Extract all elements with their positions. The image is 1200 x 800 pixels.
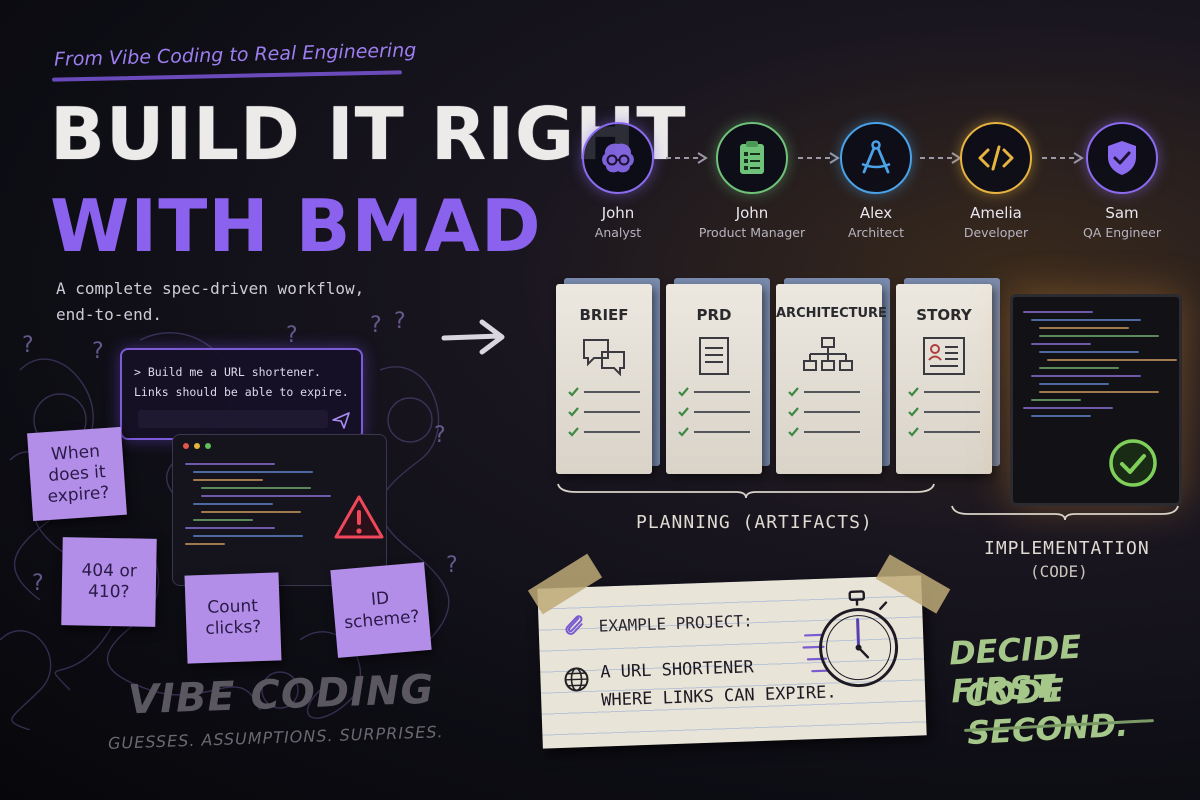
- subtitle: A complete spec-driven workflow, end-to-…: [56, 279, 365, 324]
- checklist-item: [788, 387, 860, 397]
- code-icon: [978, 145, 1014, 171]
- agent-role: QA Engineer: [1082, 225, 1162, 240]
- checklist-item: [678, 407, 750, 417]
- prompt-text: > Build me a URL shortener. Links should…: [134, 365, 349, 399]
- code-window: [172, 434, 387, 586]
- send-icon[interactable]: [331, 410, 351, 430]
- agent-product-manager: John Product Manager: [692, 122, 812, 240]
- arrow-right-icon: [1042, 152, 1084, 164]
- artifact-title: BRIEF: [579, 306, 629, 324]
- agent-avatar: [582, 122, 654, 194]
- prompt-input[interactable]: [138, 410, 328, 428]
- artifact-title: PRD: [696, 306, 732, 324]
- title-line-1: BUILD IT RIGHT: [50, 92, 687, 176]
- agent-avatar: [840, 122, 912, 194]
- compass-icon: [861, 140, 891, 174]
- checklist-item: [568, 407, 640, 417]
- checklist-item: [908, 427, 980, 437]
- profile-card-icon: [923, 337, 965, 375]
- checklist-item: [788, 407, 860, 417]
- agent-architect: Alex Architect: [816, 122, 936, 240]
- title-line-2: WITH BMAD: [50, 184, 542, 268]
- agent-name: Amelia: [970, 204, 1022, 222]
- stopwatch-icon: [802, 590, 899, 688]
- sticky-note-status-code: 404 or 410?: [61, 537, 157, 627]
- svg-text:?: ?: [22, 333, 34, 358]
- artifact-story: STORY: [896, 278, 1000, 474]
- arrow-right-icon: [798, 152, 840, 164]
- document-icon: [699, 337, 729, 375]
- check-circle-icon: [1109, 439, 1157, 487]
- implementation-sublabel: (CODE): [1030, 562, 1088, 581]
- code-lines: [1023, 311, 1177, 423]
- artifact-brief: BRIEF: [556, 278, 660, 474]
- svg-text:?: ?: [286, 323, 298, 348]
- agent-role: Developer: [963, 225, 1029, 240]
- agent-role: Analyst: [594, 225, 642, 240]
- clipboard-icon: [740, 141, 764, 174]
- agent-avatar: [960, 122, 1032, 194]
- tagline-underline: [51, 70, 403, 82]
- sticky-note-id-scheme: ID scheme?: [330, 562, 432, 658]
- svg-text:?: ?: [434, 423, 446, 448]
- agent-name: Sam: [1105, 204, 1139, 222]
- svg-text:?: ?: [446, 553, 458, 578]
- agent-developer: Amelia Developer: [936, 122, 1056, 240]
- agent-analyst: John Analyst: [558, 122, 678, 240]
- checklist-item: [678, 387, 750, 397]
- agent-name: John: [735, 204, 769, 222]
- hierarchy-icon: [803, 337, 853, 371]
- artifact-title: STORY: [916, 306, 972, 324]
- checklist-item: [908, 407, 980, 417]
- agent-name: Alex: [859, 204, 893, 222]
- chat-icon: [583, 339, 625, 377]
- example-line-1: A URL SHORTENER: [599, 657, 755, 683]
- artifact-architecture: ARCHITECTURE: [776, 278, 890, 474]
- checklist-item: [908, 387, 980, 397]
- brain-icon: [602, 143, 634, 173]
- agent-avatar: [1086, 122, 1158, 194]
- sticky-note-expire: When does it expire?: [27, 426, 127, 522]
- planning-bracket: [557, 483, 935, 499]
- window-controls: [183, 443, 211, 449]
- arrow-right-icon: [666, 152, 708, 164]
- tagline: From Vibe Coding to Real Engineering: [53, 39, 417, 71]
- paperclip-icon: [565, 615, 583, 635]
- agent-role: Product Manager: [698, 225, 806, 240]
- code-lines: [185, 463, 331, 551]
- example-project-card: EXAMPLE PROJECT: A URL SHORTENER WHERE L…: [537, 575, 927, 749]
- shield-check-icon: [1108, 141, 1136, 175]
- svg-text:?: ?: [370, 313, 382, 338]
- svg-text:?: ?: [394, 310, 406, 334]
- arrow-right-icon: [441, 319, 505, 355]
- planning-label: PLANNING (ARTIFACTS): [636, 512, 873, 533]
- code-screen: [1010, 294, 1182, 506]
- agent-avatar: [716, 122, 788, 194]
- closing-line-2: CODE SECOND.: [964, 670, 1130, 753]
- artifact-prd: PRD: [666, 278, 770, 474]
- artifact-title: ARCHITECTURE: [776, 306, 887, 321]
- example-label: EXAMPLE PROJECT:: [598, 611, 754, 636]
- agent-role: Architect: [847, 225, 905, 240]
- svg-text:?: ?: [32, 571, 44, 596]
- globe-icon: [564, 667, 589, 692]
- agent-name: John: [601, 204, 635, 222]
- warning-icon: [334, 495, 384, 539]
- prompt-box: > Build me a URL shortener. Links should…: [120, 348, 363, 440]
- checklist-item: [568, 427, 640, 437]
- checklist-item: [678, 427, 750, 437]
- checklist-item: [568, 387, 640, 397]
- sticky-note-clicks: Count clicks?: [184, 572, 282, 664]
- implementation-bracket: [951, 505, 1179, 521]
- implementation-label: IMPLEMENTATION: [984, 538, 1150, 559]
- checklist-item: [788, 427, 860, 437]
- agent-qa-engineer: Sam QA Engineer: [1062, 122, 1182, 240]
- svg-text:?: ?: [92, 339, 104, 364]
